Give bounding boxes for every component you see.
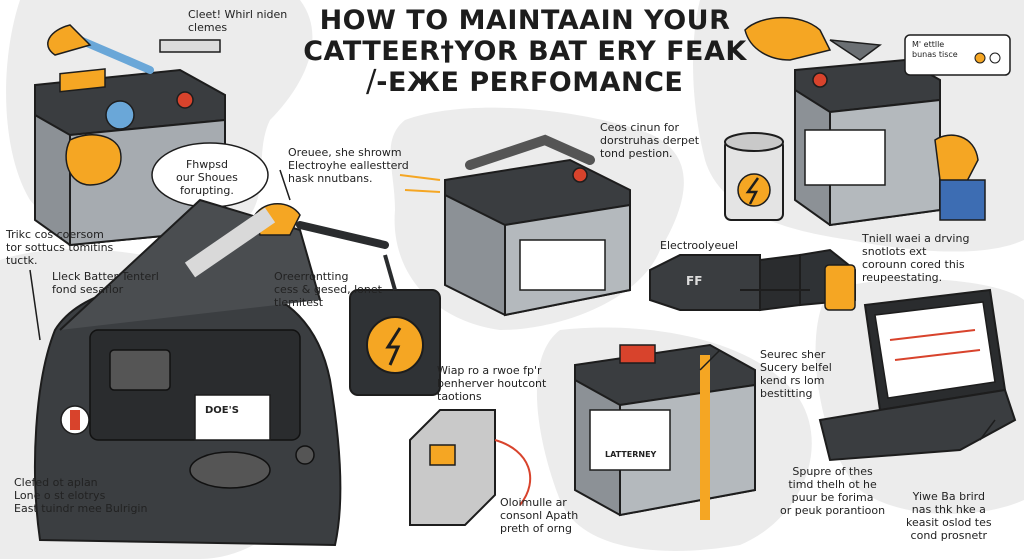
caption-center-bottom-note: Oloimulle ar consonl Apath preth of orng — [500, 496, 579, 535]
caption-multimeter-note: Oreerrontting cess & gesed, lonet tlemit… — [274, 270, 382, 309]
caption-top-left-note: Cleet! Whirl niden clemes — [188, 8, 288, 34]
laptop-illustration — [818, 288, 1017, 462]
battery-cleaning-illustration — [34, 24, 269, 247]
caption-left-note-1: Trikc cos coersom tor sottucs tomitins t… — [6, 228, 114, 267]
caption-center-mid-note: Wiap ro a rwoe fp'r benherver houtcont t… — [437, 364, 547, 403]
caption-clamp-note: Oreuee, she shrowm Electroyhe eallestter… — [288, 146, 409, 185]
caption-bottom-right-note-2: Yiwe Ba brird nas thk hke a keasit oslod… — [906, 490, 992, 542]
battery-handle-illustration — [399, 134, 631, 317]
caption-left-note-2: Lleck Batter Tenterl fond sesaflor — [52, 270, 159, 296]
caption-center-top-note: Ceos cinun for dorstruhas derpet tond pe… — [600, 121, 700, 160]
engine-battery-label: DOE'S — [205, 405, 239, 416]
caption-bottom-right-note-1: Spupre of thes timd thelh ot he puur be … — [780, 465, 886, 517]
tester-label: FF — [686, 274, 703, 288]
electrolyte-tester-illustration — [649, 248, 856, 312]
page-title-line-3: ⧸-EЖE PERFOMANCE — [366, 67, 684, 98]
multimeter-illustration — [349, 254, 441, 396]
caption-right-note-2: Seurec sher Sucery belfel kend rs lom be… — [760, 348, 832, 400]
page-title-line-1: HOW TO MAINTAAIN YOUR — [319, 5, 731, 36]
page-title-line-2: CATTEER†YOR BAT ERY FEAK — [303, 36, 747, 67]
caption-right-note-1: Tniell waei a drving snotlots ext coroun… — [862, 232, 970, 284]
bottom-battery-label: LATTERNEY — [605, 450, 657, 459]
car-engine-illustration — [34, 198, 389, 547]
caption-top-left-bubble: Fhwpsd our Shoues forupting. — [176, 158, 238, 197]
caption-top-right-sign: M' ettlle bunas tisce — [912, 40, 958, 59]
caption-bottom-left-note: Clefed ot aplan Lone o st elotrys East t… — [14, 476, 148, 515]
caption-electrolyte-label: Electroolyeuel — [660, 239, 739, 252]
charger-battery-illustration — [409, 343, 756, 526]
pointer-arrows — [29, 169, 996, 441]
battery-terminal-illustration — [724, 16, 1011, 227]
